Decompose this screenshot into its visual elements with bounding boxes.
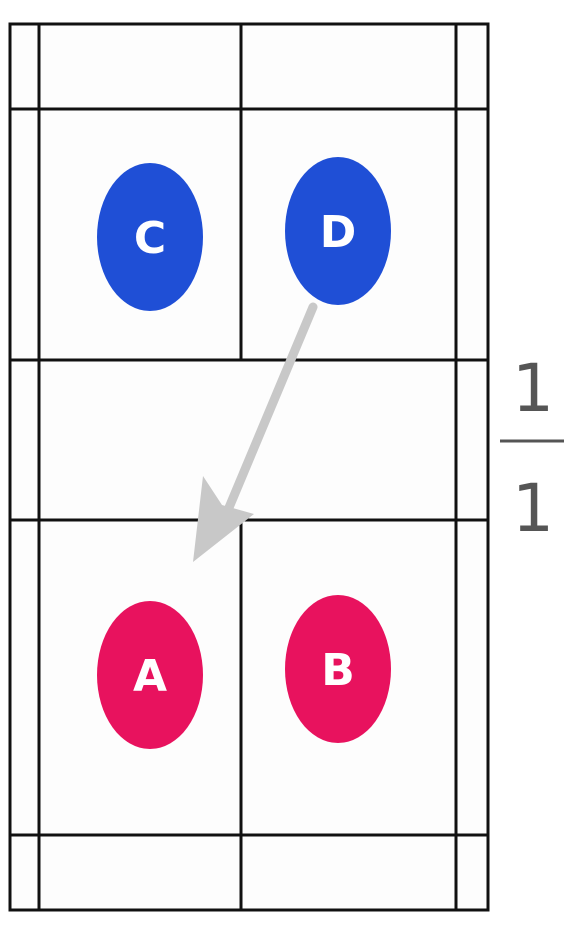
- player-c-marker: [97, 163, 203, 311]
- score-bottom: 1: [512, 470, 554, 547]
- player-d-marker: [285, 157, 391, 305]
- score: 1 1: [500, 350, 564, 547]
- player-c-label: C: [134, 213, 166, 264]
- shot-arrow-shaft: [223, 302, 318, 515]
- court-lines: [8, 22, 490, 912]
- shot-arrow-head: [193, 476, 254, 562]
- player-b: B: [285, 595, 391, 743]
- player-b-label: B: [321, 645, 355, 696]
- player-a: A: [97, 601, 203, 749]
- court-outer-boundary: [8, 22, 490, 912]
- player-a-label: A: [133, 651, 167, 702]
- player-c: C: [97, 163, 203, 311]
- player-a-marker: [97, 601, 203, 749]
- shot-arrow: [193, 302, 318, 562]
- player-d-label: D: [320, 207, 357, 258]
- score-top: 1: [512, 350, 554, 427]
- player-d: D: [285, 157, 391, 305]
- player-b-marker: [285, 595, 391, 743]
